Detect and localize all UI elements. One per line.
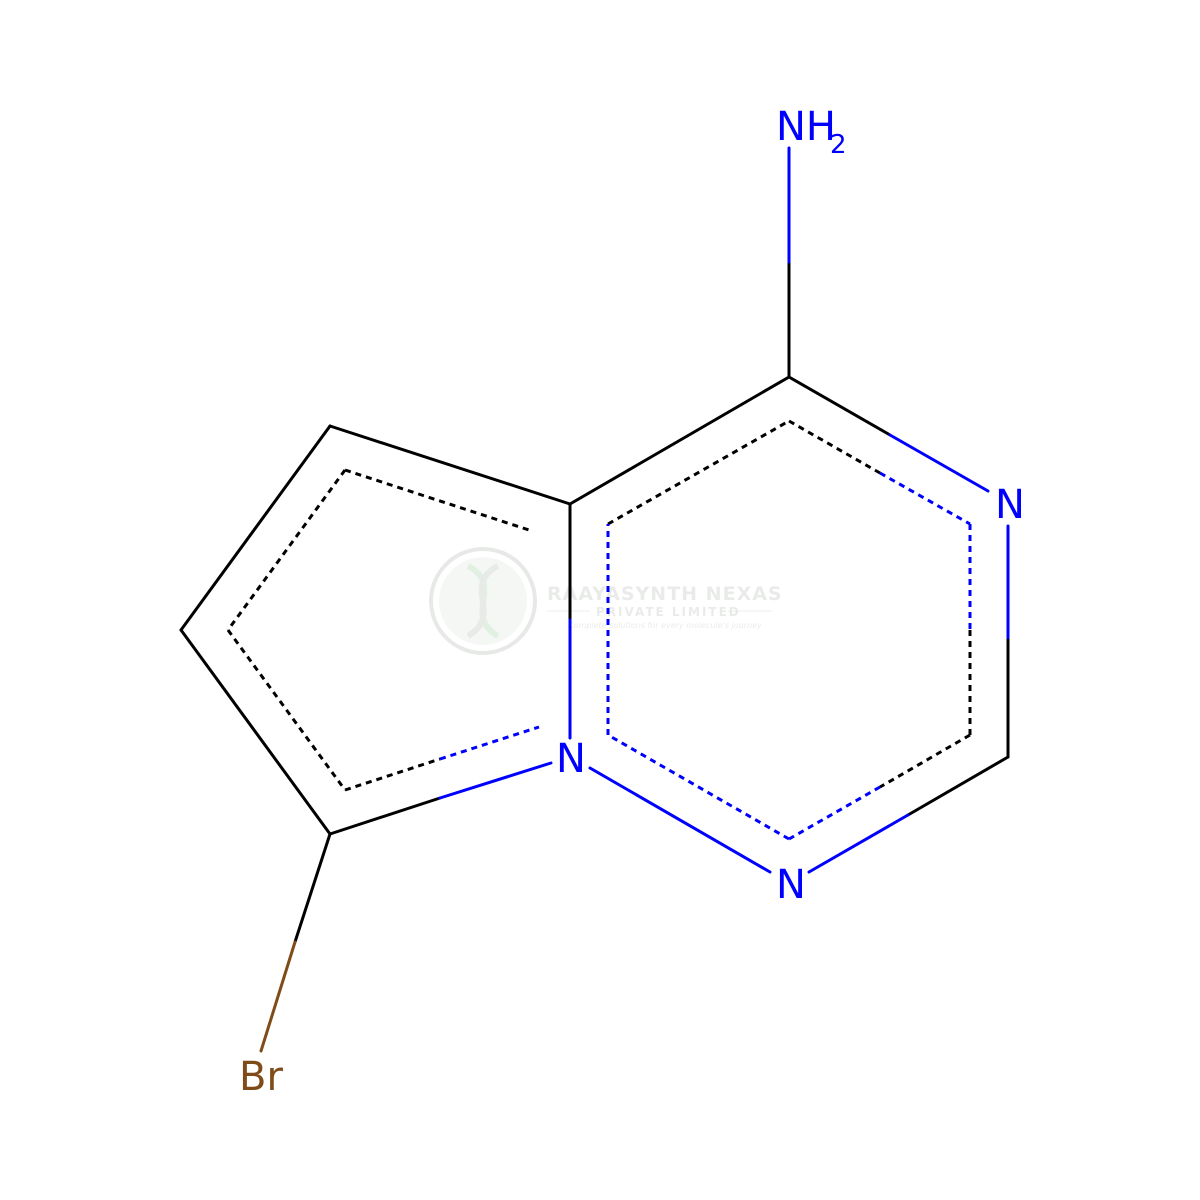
watermark-title: RAAYASYNTH NEXAS <box>547 583 783 605</box>
atom-label-n-bridge: N <box>556 736 586 782</box>
bond-c7-n1-a <box>787 375 892 437</box>
bond-c6-c7 <box>568 375 791 506</box>
aromatic-bond-5c <box>226 629 347 791</box>
atom-label-nh2: NH <box>776 104 836 150</box>
aromatic-bond-5b <box>226 469 347 631</box>
atom-labels: NH 2 N N N Br <box>239 104 1025 1100</box>
watermark-logo-icon <box>429 547 537 655</box>
aromatic-dashed-bonds <box>226 419 972 841</box>
aromatic-bond-6f <box>879 733 971 789</box>
aromatic-bond-6c <box>879 471 971 526</box>
atom-label-n-right: N <box>995 482 1025 528</box>
bond-c3-n-b <box>438 761 553 800</box>
bond-c5-c6 <box>328 424 572 506</box>
atom-label-br: Br <box>239 1054 283 1100</box>
aromatic-bond-6a <box>607 419 790 526</box>
atom-label-n-bottom: N <box>776 862 806 908</box>
bond-c3-br-b <box>259 940 297 1053</box>
bond-c4-c3 <box>179 628 332 836</box>
bond-c8-n2-a <box>906 755 1010 817</box>
bond-c5-c4 <box>179 424 332 632</box>
watermark: RAAYASYNTH NEXAS PRIVATE LIMITED Complet… <box>429 547 783 655</box>
aromatic-bond-6h <box>607 733 790 841</box>
watermark-tagline: Complete solutions for every molecule's … <box>568 621 762 630</box>
bond-n2-n3 <box>588 766 772 874</box>
aromatic-bond-5d <box>344 757 441 792</box>
bond-c8-n2-b <box>807 813 910 874</box>
bond-c7-n1-b <box>888 433 990 493</box>
aromatic-bond-5e <box>439 725 540 761</box>
watermark-subtitle: PRIVATE LIMITED <box>596 605 741 619</box>
aromatic-bond-6g <box>788 785 881 841</box>
atom-label-nh2-subscript: 2 <box>830 130 847 160</box>
aromatic-bond-6b <box>788 419 881 475</box>
aromatic-bond-5a <box>344 468 533 533</box>
solid-bonds <box>179 146 1010 1053</box>
bond-c3-n-a <box>328 796 442 836</box>
bond-c3-br-a <box>293 832 332 944</box>
